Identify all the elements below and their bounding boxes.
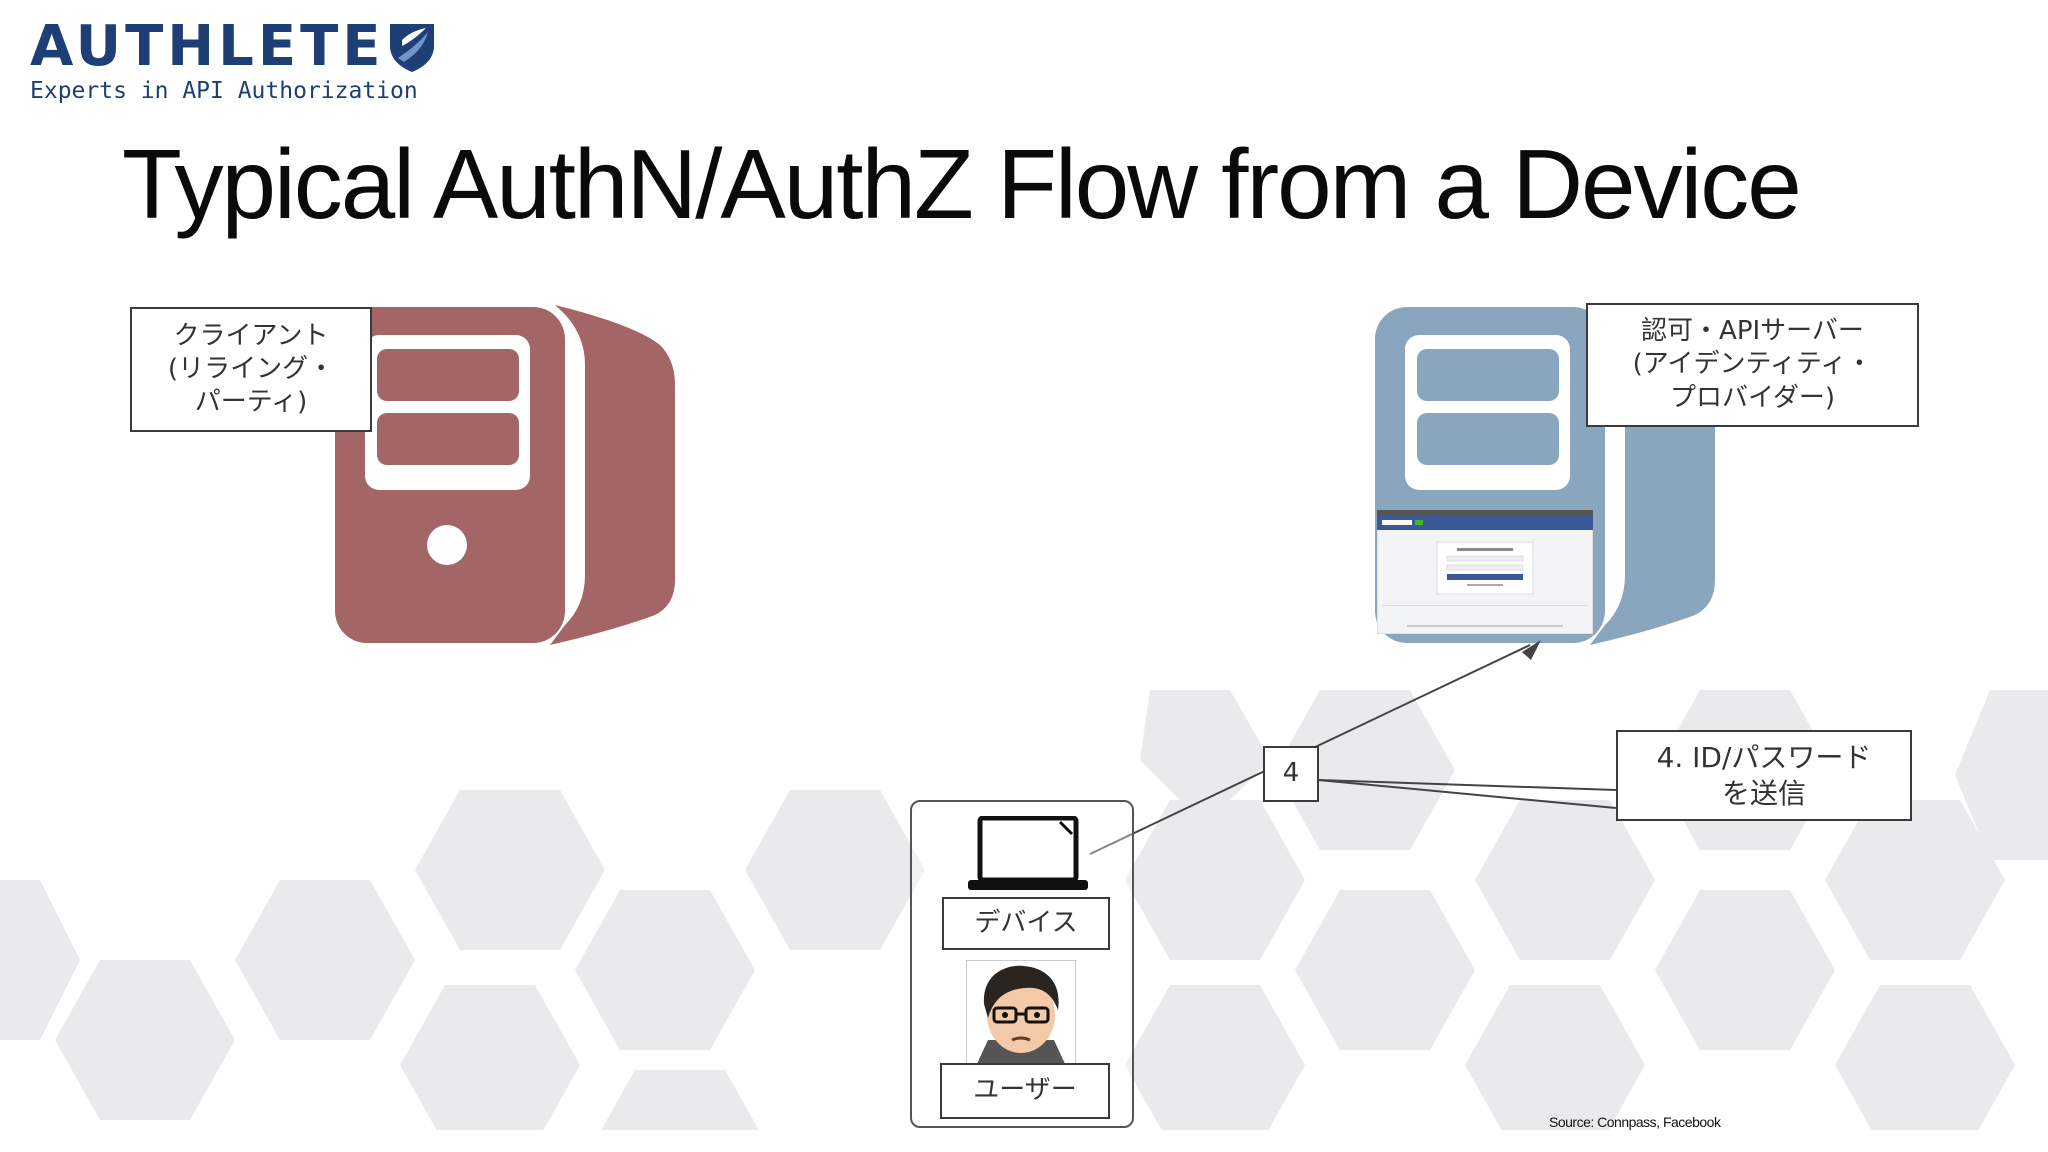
user-label-text: ユーザー [973, 1075, 1077, 1106]
client-label: クライアント (リライング・ パーティ) [130, 307, 372, 432]
callout-line-top [1317, 779, 1617, 791]
device-label: デバイス [942, 897, 1110, 950]
user-avatar [966, 960, 1076, 1066]
brand-tagline: Experts in API Authorization [30, 78, 418, 104]
brand-name: AUTHLETE [30, 14, 385, 79]
step-number-text: 4 [1282, 758, 1300, 789]
client-server-icon [335, 305, 675, 645]
source-credit: Source: Connpass, Facebook [1549, 1114, 1721, 1130]
brand-logo-icon [390, 24, 434, 72]
auth-server-label-text: 認可・APIサーバー (アイデンティティ・ プロバイダー) [1632, 316, 1873, 413]
arrow-head [1522, 640, 1541, 660]
step-description-text: 4. ID/パスワード を送信 [1656, 740, 1872, 810]
user-label: ユーザー [940, 1063, 1110, 1119]
step-description-callout: 4. ID/パスワード を送信 [1616, 730, 1912, 821]
callout-line-bottom [1317, 779, 1617, 809]
auth-server-label: 認可・APIサーバー (アイデンティティ・ プロバイダー) [1586, 303, 1919, 427]
laptop-icon [968, 816, 1088, 890]
login-page-screenshot [1377, 510, 1593, 634]
device-label-text: デバイス [974, 907, 1078, 938]
step-number-box: 4 [1263, 746, 1319, 802]
slide-title: Typical AuthN/AuthZ Flow from a Device [122, 129, 1802, 239]
client-label-text: クライアント (リライング・ パーティ) [167, 320, 335, 418]
